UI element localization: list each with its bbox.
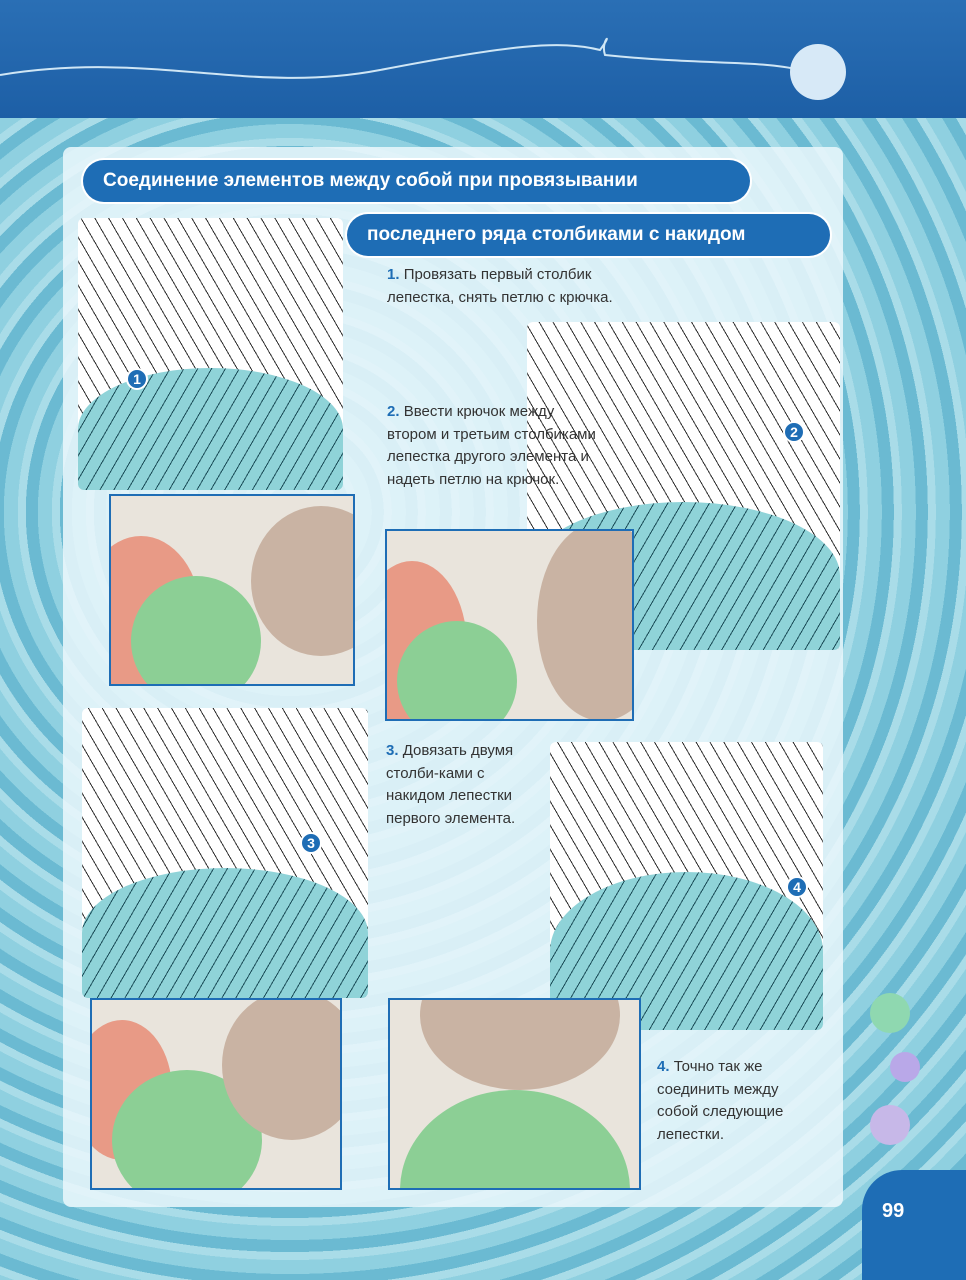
step-number: 1. bbox=[387, 266, 400, 283]
step-4-text: 4. Точно так же соединить между собой сл… bbox=[657, 1056, 817, 1146]
photo-step-3 bbox=[90, 998, 342, 1190]
photo-step-4 bbox=[388, 998, 641, 1190]
step-2-text: 2. Ввести крючок между втором и третьим … bbox=[387, 401, 597, 491]
step-number: 4. bbox=[657, 1058, 670, 1075]
header-banner bbox=[0, 0, 966, 118]
diagram-step-3 bbox=[82, 708, 368, 998]
step-description: Точно так же соединить между собой следу… bbox=[657, 1058, 784, 1143]
step-description: Довязать двумя столби-ками с накидом леп… bbox=[386, 742, 516, 827]
step-marker-3: 3 bbox=[300, 832, 322, 854]
step-number: 2. bbox=[387, 403, 400, 420]
step-marker-2: 2 bbox=[783, 421, 805, 443]
flower-decoration-icon bbox=[870, 993, 910, 1033]
flower-decoration-icon bbox=[870, 1105, 910, 1145]
step-marker-4: 4 bbox=[786, 876, 808, 898]
flower-decoration-icon bbox=[890, 1052, 920, 1082]
page-number: 99 bbox=[862, 1170, 966, 1280]
diagram-step-1 bbox=[78, 218, 343, 490]
photo-step-1 bbox=[109, 494, 355, 686]
step-3-text: 3. Довязать двумя столби-ками с накидом … bbox=[386, 740, 536, 830]
diagram-step-4 bbox=[550, 742, 823, 1030]
step-1-text: 1. Провязать первый столбик лепестка, сн… bbox=[387, 264, 622, 309]
photo-step-2 bbox=[385, 529, 634, 721]
step-marker-1: 1 bbox=[126, 368, 148, 390]
step-description: Провязать первый столбик лепестка, снять… bbox=[387, 266, 613, 306]
step-number: 3. bbox=[386, 742, 399, 759]
title-line-2: последнего ряда столбиками с накидом bbox=[347, 214, 830, 256]
title-line-1: Соединение элементов между собой при про… bbox=[83, 160, 750, 202]
yarn-thread-icon bbox=[0, 37, 846, 100]
step-description: Ввести крючок между втором и третьим сто… bbox=[387, 403, 596, 488]
